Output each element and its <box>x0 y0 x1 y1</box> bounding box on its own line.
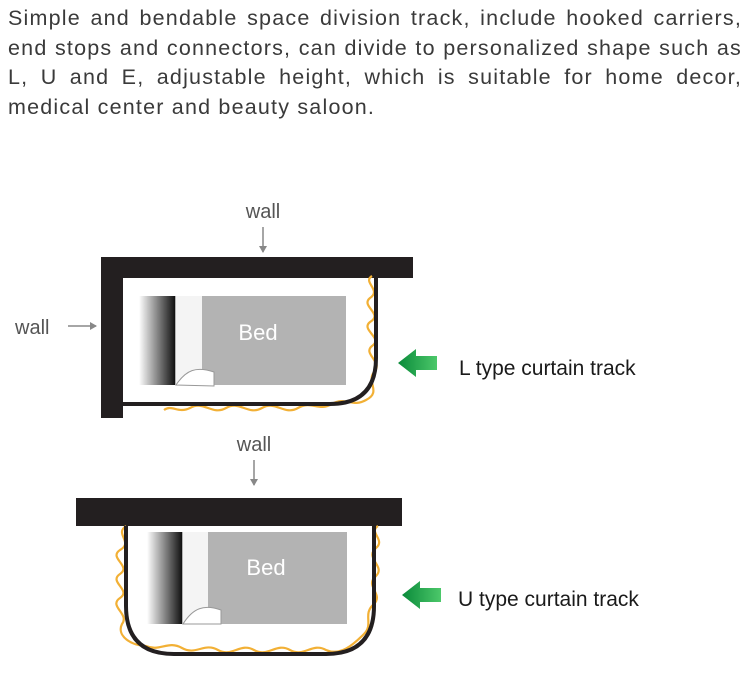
u-caption-arrow <box>402 581 441 609</box>
product-description: Simple and bendable space division track… <box>8 6 742 119</box>
u-wall-top-label: wall <box>236 434 271 456</box>
l-type-diagram: wall wall Bed L type curtain track <box>14 201 636 418</box>
l-bed-label: Bed <box>238 320 277 345</box>
l-wall-top-label: wall <box>245 201 280 223</box>
u-type-diagram: wall Bed U type curtain track <box>76 434 639 656</box>
l-track <box>123 276 378 406</box>
u-bed: Bed <box>147 532 347 625</box>
l-bed-fold-corner <box>175 368 215 387</box>
l-caption-arrow <box>398 349 437 377</box>
u-caption: U type curtain track <box>458 588 639 611</box>
u-top-wall <box>76 498 402 526</box>
l-bed: Bed <box>139 296 346 387</box>
l-left-wall <box>101 257 123 418</box>
l-bed-headboard <box>139 296 175 385</box>
u-bed-headboard <box>147 532 182 624</box>
l-wall-left-label: wall <box>14 317 49 339</box>
u-bed-fold-corner <box>182 606 222 625</box>
l-top-wall <box>101 257 413 278</box>
l-caption: L type curtain track <box>459 357 636 380</box>
u-track <box>124 526 376 656</box>
u-bed-label: Bed <box>246 555 285 580</box>
